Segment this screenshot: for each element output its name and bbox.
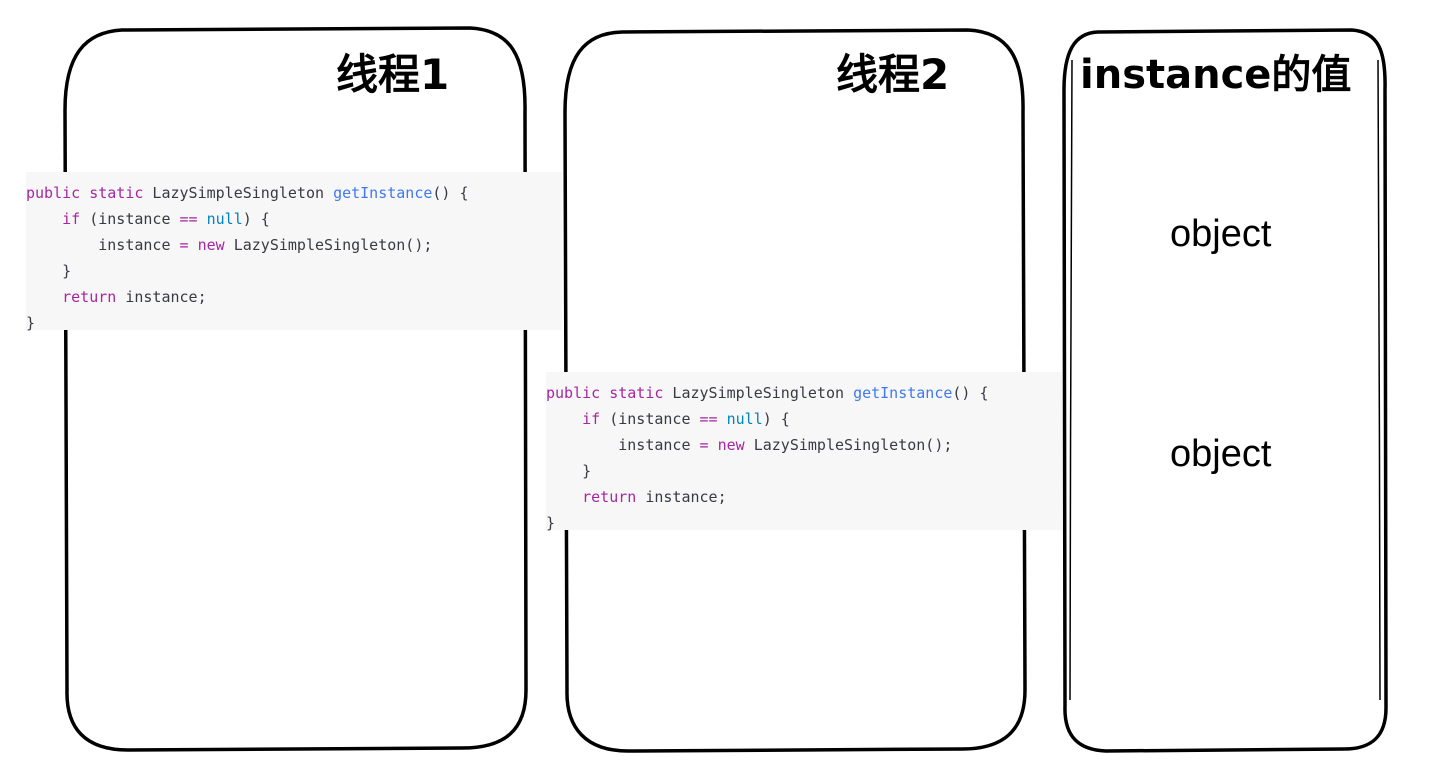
code-token: (instance [600,410,700,428]
code-token: LazySimpleSingleton [663,384,854,402]
code-token: getInstance [853,384,953,402]
code-token: = [179,236,189,254]
code-token: } [26,314,36,332]
code-token: == [699,410,718,428]
code-token: instance [546,436,700,454]
code-line: } [546,458,1062,484]
instance-value-first: object [1170,213,1272,255]
thread1-title: 线程1 [336,50,450,99]
code-token: instance; [636,488,727,506]
code-token: () { [952,384,989,402]
code-token: null [206,210,243,228]
code-token [718,410,727,428]
code-token: LazySimpleSingleton(); [744,436,953,454]
code-token [546,488,582,506]
thread2-code-snippet: public static LazySimpleSingleton getIns… [546,372,1062,532]
code-token: () { [432,184,469,202]
code-line: return instance; [26,284,562,310]
code-token: ) { [242,210,270,228]
code-line: instance = new LazySimpleSingleton(); [546,432,1062,458]
code-token [709,436,718,454]
thread1-code-snippet: public static LazySimpleSingleton getIns… [26,172,562,332]
code-token: = [699,436,709,454]
code-token: null [726,410,763,428]
code-line: if (instance == null) { [546,406,1062,432]
code-token: static [89,184,144,202]
code-line: } [26,258,562,284]
code-token [546,410,582,428]
code-token: static [609,384,664,402]
thread1-panel-frame [63,26,528,752]
code-line: return instance; [546,484,1062,510]
instance-panel-frame [1062,28,1388,753]
instance-panel-inner-line-right [1377,59,1381,701]
code-token: return [582,488,637,506]
code-line: public static LazySimpleSingleton getIns… [546,380,1062,406]
code-token: (instance [80,210,180,228]
code-token: instance [26,236,180,254]
instance-value-second: object [1170,433,1272,475]
code-token: } [26,262,72,280]
code-line: } [26,310,562,336]
code-token: == [179,210,198,228]
code-token: } [546,514,556,532]
code-line: } [546,510,1062,536]
code-token: } [546,462,592,480]
code-token: if [62,210,81,228]
code-token: new [717,436,745,454]
code-token: new [197,236,225,254]
code-token: LazySimpleSingleton(); [224,236,433,254]
code-token [600,384,609,402]
code-token [198,210,207,228]
code-token: instance; [116,288,207,306]
code-token: getInstance [333,184,433,202]
code-line: if (instance == null) { [26,206,562,232]
code-token: public [26,184,81,202]
instance-panel-inner-line [1069,59,1073,701]
thread2-title: 线程2 [836,50,950,99]
code-line: instance = new LazySimpleSingleton(); [26,232,562,258]
code-token: LazySimpleSingleton [143,184,334,202]
code-token [26,210,62,228]
code-line: public static LazySimpleSingleton getIns… [26,180,562,206]
code-token [26,288,62,306]
code-token [189,236,198,254]
code-token: return [62,288,117,306]
thread2-panel-frame [563,28,1027,753]
code-token [80,184,89,202]
code-token: if [582,410,601,428]
code-token: public [546,384,601,402]
code-token: ) { [762,410,790,428]
instance-value-title: instance的值 [1080,52,1352,98]
